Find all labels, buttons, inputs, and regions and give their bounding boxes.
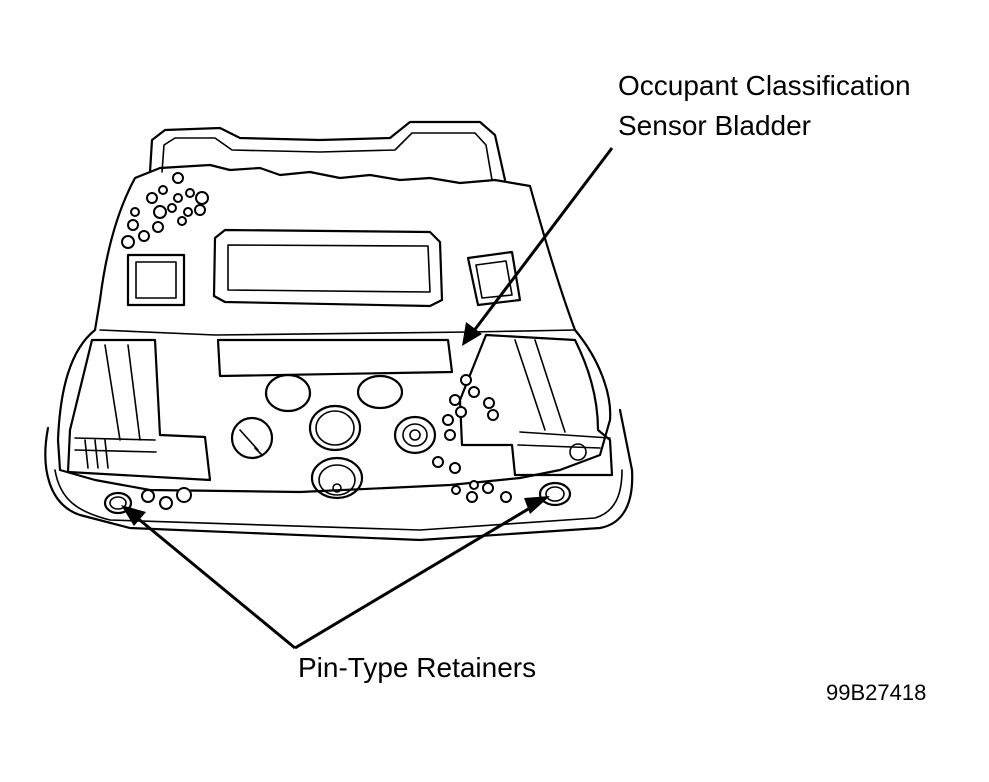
center-ring-right-inner xyxy=(402,423,428,447)
hole-cluster-right xyxy=(432,374,512,503)
cushion-rear-tab xyxy=(148,120,507,182)
right-window xyxy=(466,250,522,307)
bladder-leader-line xyxy=(468,147,614,337)
bladder-label-line2: Sensor Bladder xyxy=(618,110,812,141)
cushion-base-rim xyxy=(44,408,634,542)
right-pocket xyxy=(458,333,614,477)
center-ring-bottom xyxy=(310,456,364,500)
retainer-leader-left xyxy=(129,510,296,650)
bladder-arrowhead xyxy=(462,322,482,346)
center-ring-left xyxy=(230,416,274,460)
cushion-rear-tab-inner xyxy=(161,132,493,181)
left-pocket-ribs xyxy=(84,439,109,469)
right-pocket-knob xyxy=(569,443,587,461)
right-pocket-inner xyxy=(514,339,611,449)
center-ring-bottom-inner xyxy=(318,464,356,496)
cushion-body-outline xyxy=(56,163,612,494)
center-ring-top-left xyxy=(264,373,312,413)
center-ring-middle xyxy=(308,404,362,452)
pin-retainer-right-inner xyxy=(545,486,565,502)
right-window-inner xyxy=(475,260,513,299)
retainer-arrowhead-left xyxy=(121,505,146,526)
center-ring-left-mark xyxy=(239,429,263,456)
center-ring-top-right xyxy=(356,374,404,410)
retainer-leader-right xyxy=(294,500,541,650)
center-ring-middle-inner xyxy=(315,410,355,446)
cushion-base-rim-lower xyxy=(54,469,623,531)
hole-cluster-bottom-left xyxy=(141,487,192,510)
center-window xyxy=(212,228,444,308)
hole-cluster-top-left xyxy=(121,172,209,249)
pin-retainer-right xyxy=(538,481,572,507)
left-window xyxy=(126,253,186,307)
center-window-inner xyxy=(227,244,431,293)
center-ring-right xyxy=(393,415,437,455)
bladder-label-line1: Occupant Classification xyxy=(618,70,911,101)
center-slot xyxy=(216,338,454,378)
left-pocket xyxy=(66,338,212,482)
retainers-label: Pin-Type Retainers xyxy=(298,652,537,683)
center-ring-right-dot xyxy=(409,429,421,441)
pin-retainer-left-inner xyxy=(109,496,127,510)
left-window-inner xyxy=(135,261,177,299)
center-ring-bottom-dot xyxy=(332,483,342,493)
left-pocket-inner xyxy=(74,344,157,453)
figure-code: 99B27418 xyxy=(826,680,927,705)
retainer-arrowhead-right xyxy=(524,496,550,514)
pin-retainer-left xyxy=(103,491,133,515)
rear-area-edge xyxy=(99,329,576,336)
